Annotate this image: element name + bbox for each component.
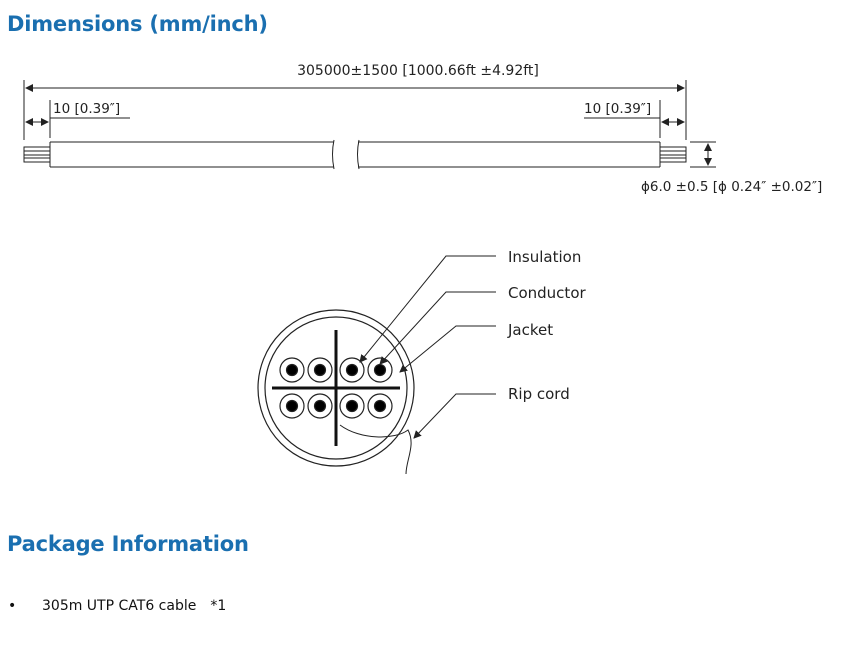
diameter-dimension: ϕ6.0 ±0.5 [ϕ 0.24″ ±0.02″] [641, 141, 822, 195]
package-item-name: 305m UTP CAT6 cable [42, 598, 197, 614]
bullet-icon: • [8, 598, 17, 614]
total-length-label: 305000±1500 [1000.66ft ±4.92ft] [297, 63, 539, 79]
conductor-pairs [279, 357, 393, 419]
package-list-item: • 305m UTP CAT6 cable *1 [8, 598, 226, 614]
callout-leaders [359, 255, 496, 439]
dimensions-heading: Dimensions (mm/inch) [7, 12, 268, 36]
label-jacket: Jacket [507, 321, 553, 339]
callout-labels: Insulation Conductor Jacket Rip cord [507, 248, 586, 403]
cable-dimension-drawing: 305000±1500 [1000.66ft ±4.92ft] 10 [0.39… [23, 63, 822, 475]
total-length-dimension: 305000±1500 [1000.66ft ±4.92ft] [23, 63, 687, 140]
label-insulation: Insulation [508, 248, 581, 266]
package-heading: Package Information [7, 532, 249, 556]
cable-side-view [23, 139, 687, 170]
left-strip-dimension: 10 [0.39″] [25, 100, 130, 138]
package-item-quantity: *1 [210, 598, 227, 614]
label-rip-cord: Rip cord [508, 385, 570, 403]
left-strip-label: 10 [0.39″] [53, 101, 120, 117]
label-conductor: Conductor [508, 284, 586, 302]
right-strip-dimension: 10 [0.39″] [584, 100, 685, 138]
right-strip-label: 10 [0.39″] [584, 101, 651, 117]
cable-cross-section [257, 309, 415, 475]
diameter-label: ϕ6.0 ±0.5 [ϕ 0.24″ ±0.02″] [641, 179, 822, 195]
